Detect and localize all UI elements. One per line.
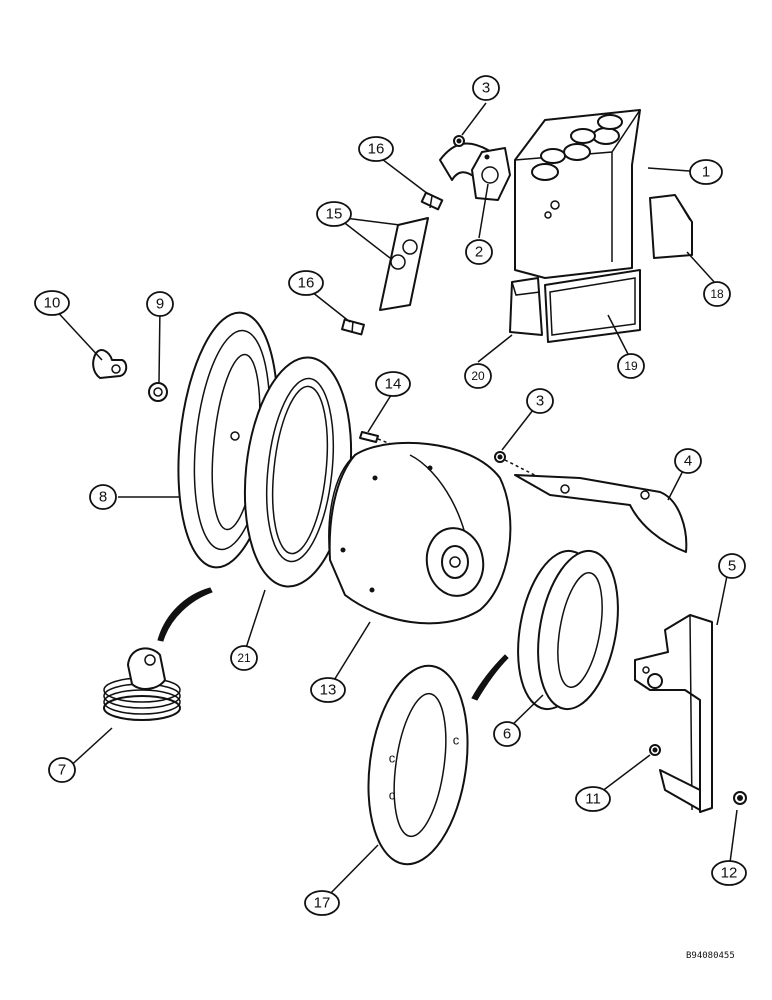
part-fitting-upper: [420, 191, 444, 211]
callout-12: 12: [711, 860, 747, 886]
part-seal-strip: [544, 269, 641, 343]
callout-3-upper: 3: [472, 75, 500, 101]
svg-text:15: 15: [326, 206, 343, 223]
callout-7: 7: [48, 757, 76, 783]
svg-text:20: 20: [471, 369, 485, 383]
part-blower-housing: [328, 442, 512, 625]
callout-16-upper: 16: [358, 136, 394, 162]
part-screw-upper: [453, 135, 465, 147]
svg-text:8: 8: [99, 489, 107, 506]
part-gasket-ring: [243, 356, 353, 588]
part-nut: [733, 791, 747, 805]
part-mounting-bracket: [634, 614, 713, 813]
callout-4: 4: [674, 448, 702, 474]
part-screw-lower: [494, 451, 561, 489]
svg-text:16: 16: [368, 141, 385, 158]
svg-text:7: 7: [58, 762, 66, 779]
callout-17: 17: [304, 890, 340, 916]
svg-text:4: 4: [684, 453, 692, 470]
part-wing-nut: [92, 349, 128, 379]
part-wedge-block: [649, 194, 693, 259]
callout-10: 10: [34, 290, 70, 316]
part-hose-clamp: [103, 647, 181, 721]
part-small-screw: [649, 744, 661, 756]
callout-18: 18: [703, 281, 731, 307]
svg-text:1: 1: [702, 164, 710, 181]
part-fitting-lower: [341, 318, 365, 336]
svg-text:14: 14: [385, 376, 402, 393]
callout-6: 6: [493, 721, 521, 747]
svg-text:12: 12: [721, 865, 738, 882]
svg-text:2: 2: [475, 244, 483, 261]
svg-text:5: 5: [728, 558, 736, 575]
svg-text:13: 13: [320, 682, 337, 699]
callout-20: 20: [464, 363, 492, 389]
part-hose: [379, 217, 429, 311]
assembly-arrows: [157, 587, 509, 701]
svg-text:3: 3: [482, 80, 490, 97]
part-gasket-plate: c c c: [367, 664, 469, 866]
callout-2: 2: [465, 239, 493, 265]
callout-14: 14: [375, 371, 411, 397]
part-lock-washer: [148, 382, 168, 402]
callout-13: 13: [310, 677, 346, 703]
part-bracket-plate: [514, 474, 688, 553]
svg-text:c: c: [389, 788, 396, 803]
svg-text:c: c: [453, 733, 460, 748]
callout-3-lower: 3: [526, 388, 554, 414]
part-filter-element: [517, 549, 619, 711]
svg-text:10: 10: [44, 295, 61, 312]
svg-text:17: 17: [314, 895, 331, 912]
svg-text:16: 16: [298, 275, 315, 292]
callout-19: 19: [617, 353, 645, 379]
svg-text:c: c: [389, 751, 396, 766]
callout-15: 15: [316, 201, 352, 227]
callout-1: 1: [689, 159, 723, 185]
callout-11: 11: [575, 786, 611, 812]
svg-text:18: 18: [710, 287, 724, 301]
callout-9: 9: [146, 291, 174, 317]
drawing-code: B94080455: [686, 951, 735, 961]
callout-5: 5: [718, 553, 746, 579]
callout-16-lower: 16: [288, 270, 324, 296]
svg-text:6: 6: [503, 726, 511, 743]
svg-text:11: 11: [585, 791, 601, 808]
part-gasket-elbow: [439, 142, 511, 201]
svg-text:3: 3: [536, 393, 544, 410]
callout-8: 8: [89, 484, 117, 510]
svg-text:19: 19: [624, 359, 638, 373]
svg-text:21: 21: [237, 651, 251, 665]
svg-text:9: 9: [156, 296, 164, 313]
callout-21: 21: [230, 645, 258, 671]
part-heater-core: [514, 109, 641, 279]
part-small-wedge: [509, 277, 543, 336]
